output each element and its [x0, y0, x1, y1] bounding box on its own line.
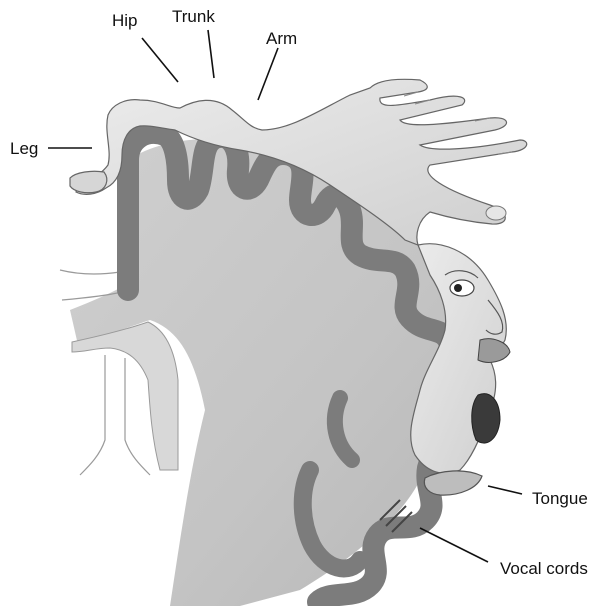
arm-label: Arm — [266, 29, 297, 48]
vocal-cords-label: Vocal cords — [500, 559, 588, 578]
trunk-leader-line — [208, 30, 214, 78]
tongue-leader-line — [488, 486, 522, 494]
leg-label: Leg — [10, 139, 38, 158]
tongue-label: Tongue — [532, 489, 588, 508]
hip-label: Hip — [112, 11, 138, 30]
arm-leader-line — [258, 48, 278, 100]
trunk-label: Trunk — [172, 7, 215, 26]
vocal-cords-leader-line — [420, 528, 488, 562]
hip-leader-line — [142, 38, 178, 82]
tongue-shape — [424, 471, 482, 495]
